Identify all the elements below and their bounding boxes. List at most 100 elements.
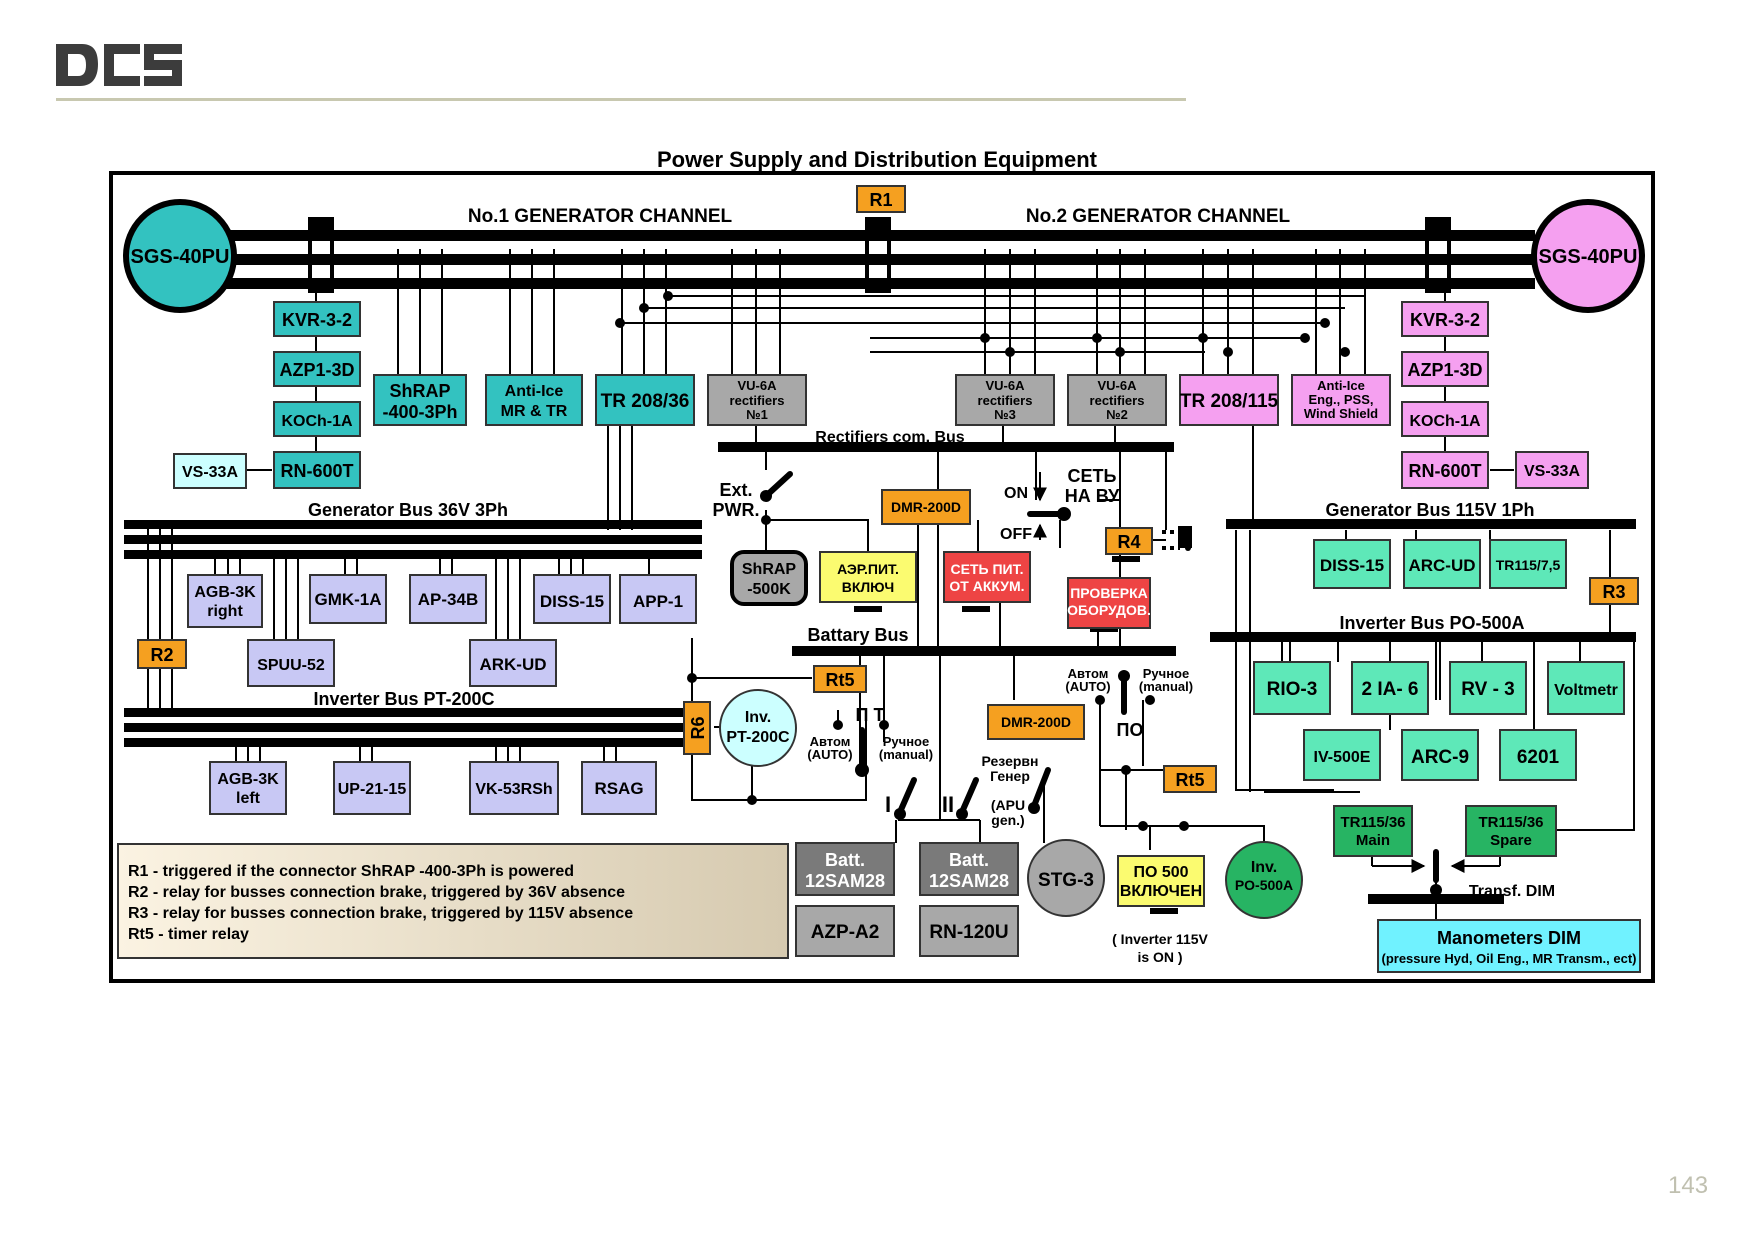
dcs-logo-mark xyxy=(56,44,182,86)
gmk-label: GMK-1A xyxy=(314,590,381,609)
diss115-box: DISS-15 xyxy=(1313,539,1391,589)
po-label: ПО xyxy=(1117,720,1144,740)
antiice1-line2: MR & TR xyxy=(501,403,568,420)
transf-label: Transf. DIM xyxy=(1469,883,1555,900)
kvr-left-label: KVR-3-2 xyxy=(282,310,352,330)
avtom1-line2: (AUTO) xyxy=(807,747,852,762)
rsag-label: RSAG xyxy=(594,779,643,798)
po-bus-label: Inverter Bus PO-500A xyxy=(1339,613,1524,633)
relay-r3: R3 xyxy=(1589,577,1639,605)
gen-left-circle xyxy=(123,199,237,313)
spuu-label: SPUU-52 xyxy=(257,657,325,674)
tr208-36-box: TR 208/36 xyxy=(595,374,695,426)
aer-pit-line2: ВКЛЮЧ xyxy=(842,579,895,595)
pt-bus-label: Inverter Bus PT-200C xyxy=(313,689,494,709)
tr-main-line1: TR115/36 xyxy=(1340,814,1405,831)
avtom1-line1: Автом xyxy=(810,734,851,749)
vs-right-box: VS-33A xyxy=(1515,451,1589,489)
batt2-switch xyxy=(959,777,979,815)
main-busbars xyxy=(225,217,1535,293)
diss36-box: DISS-15 xyxy=(533,574,611,624)
arrows xyxy=(1033,472,1470,873)
arc9-box: ARC-9 xyxy=(1401,729,1479,781)
ext-pwr-line2: PWR. xyxy=(713,500,760,520)
pobus-line xyxy=(1210,632,1636,642)
koch-right-label: KOCh-1A xyxy=(1409,413,1481,430)
relay-r4: R4 xyxy=(1105,527,1153,555)
transf-bus-line xyxy=(1368,894,1504,904)
secondary-busbars xyxy=(124,442,1636,904)
rsag-box: RSAG xyxy=(581,761,657,815)
relay-rt5-a: Rt5 xyxy=(813,665,867,693)
gen2-bus-line3 xyxy=(890,278,1535,289)
po500-vkl-line2: ВКЛЮЧЕН xyxy=(1120,883,1202,900)
vu1-line3: №1 xyxy=(746,407,768,422)
gen-left-label: SGS-40PU xyxy=(131,246,230,268)
gen1-bus-line1 xyxy=(225,230,865,241)
batt1-box: Batt. 12SAM28 xyxy=(795,842,895,896)
channel-2-label: No.2 GENERATOR CHANNEL xyxy=(1026,206,1291,227)
agb-left-box: AGB-3K left xyxy=(209,761,287,815)
proverka-line2: ОБОРУДОВ. xyxy=(1067,602,1151,618)
rio-label: RIO-3 xyxy=(1267,679,1318,700)
rn-left-box: RN-600T xyxy=(273,451,361,489)
batt2-line1: Batt. xyxy=(949,850,989,870)
relay-r2: R2 xyxy=(137,639,187,669)
vu2-line1: VU-6A xyxy=(1097,378,1137,393)
batt2-line2: 12SAM28 xyxy=(929,871,1009,891)
inv-pt-line2: PT-200C xyxy=(726,729,790,746)
rv3-box: RV - 3 xyxy=(1449,661,1527,715)
tr-main-line2: Main xyxy=(1356,832,1390,849)
app-label: APP-1 xyxy=(633,592,683,611)
tr208-36-label: TR 208/36 xyxy=(601,391,690,412)
bus36-line3 xyxy=(124,550,702,559)
arc9-label: ARC-9 xyxy=(1411,747,1469,768)
ptbus-line1 xyxy=(124,708,692,717)
r4-dotted-contact xyxy=(1162,530,1180,550)
pt-label: П Т xyxy=(856,705,885,725)
contactor-left xyxy=(308,217,334,293)
gen1-bus-line3 xyxy=(225,278,865,289)
diss115-label: DISS-15 xyxy=(1320,556,1384,575)
relay-r1-label: R1 xyxy=(869,190,892,210)
n6201-box: 6201 xyxy=(1499,729,1577,781)
inv115-line2: is ON ) xyxy=(1137,949,1182,965)
gen1-bus-line2 xyxy=(225,254,865,265)
relay-rt5-b: Rt5 xyxy=(1163,765,1217,793)
koch-right-box: KOCh-1A xyxy=(1401,401,1489,437)
proverka-line1: ПРОВЕРКА xyxy=(1070,585,1148,601)
agb-left-line1: AGB-3K xyxy=(217,771,279,788)
tr208-115-box: TR 208/115 xyxy=(1179,374,1279,426)
dmr2-box: DMR-200D xyxy=(987,704,1085,740)
inv-po-line2: PO-500A xyxy=(1235,877,1293,893)
tr-spare-box: TR115/36 Spare xyxy=(1465,805,1557,857)
contactor-right xyxy=(1425,217,1451,293)
bus36-line2 xyxy=(124,535,702,544)
gen-right-circle xyxy=(1531,199,1645,313)
po500-vkl-box: ПО 500 ВКЛЮЧЕН xyxy=(1117,855,1205,907)
ruch2-line1: Ручное xyxy=(1143,666,1189,681)
rn-right-label: RN-600T xyxy=(1408,461,1481,481)
rectifiers-bus-label: Rectifiers com. Bus xyxy=(815,429,964,446)
wires xyxy=(147,249,1635,930)
kvr-right-box: KVR-3-2 xyxy=(1401,301,1489,337)
up21-box: UP-21-15 xyxy=(333,761,411,815)
relay-r4-label: R4 xyxy=(1117,532,1140,552)
antiice2-line3: Wind Shield xyxy=(1304,406,1378,421)
on-label: ON xyxy=(1004,485,1028,502)
inv-po-line1: Inv. xyxy=(1251,859,1277,876)
bus115-line xyxy=(1226,519,1636,529)
batt1-line1: Batt. xyxy=(825,850,865,870)
bus36-line1 xyxy=(124,520,702,529)
ruch1-line2: (manual) xyxy=(879,747,933,762)
azp-right-box: AZP1-3D xyxy=(1401,351,1489,387)
set-akk-box: СЕТЬ ПИТ. ОТ АККУМ. xyxy=(943,551,1031,603)
arkud-label: ARK-UD xyxy=(479,655,546,674)
vk53-box: VK-53RSh xyxy=(469,761,559,815)
ruch2-line2: (manual) xyxy=(1139,679,1193,694)
vu3-box: VU-6A rectifiers №3 xyxy=(955,374,1055,426)
iv500-box: IV-500E xyxy=(1303,729,1381,781)
ap34-label: AP-34B xyxy=(418,590,478,609)
legend: R1 - triggered if the connector ShRAP -4… xyxy=(117,843,789,959)
gen-left: SGS-40PU xyxy=(123,199,237,313)
